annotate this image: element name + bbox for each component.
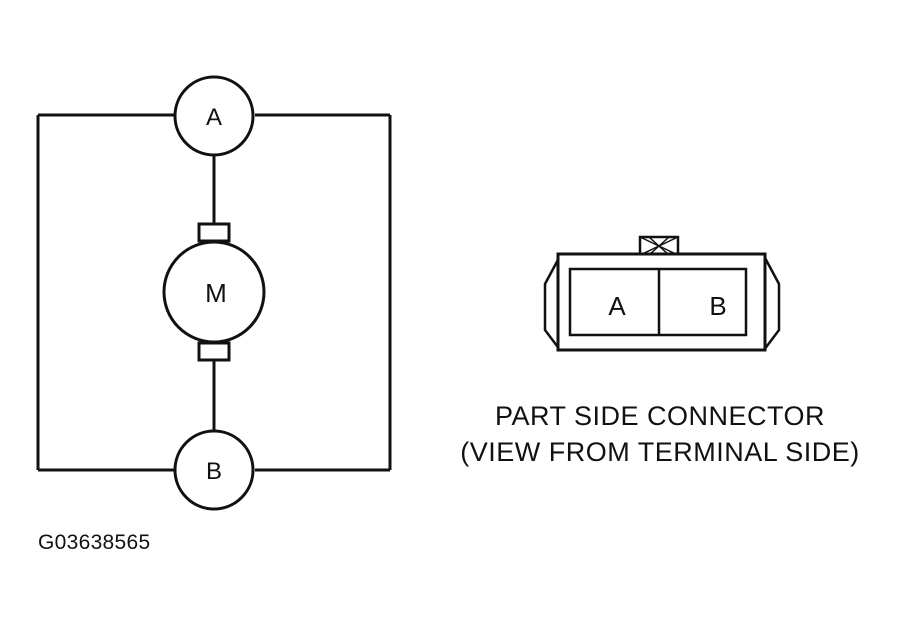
motor-brush-top	[197, 222, 231, 243]
connector-caption: PART SIDE CONNECTOR (VIEW FROM TERMINAL …	[420, 398, 900, 470]
motor-brush-bottom	[197, 341, 231, 362]
terminal-a: A	[173, 75, 255, 157]
connector-caption-line1: PART SIDE CONNECTOR	[494, 401, 826, 431]
latch-hatch-4	[648, 236, 670, 256]
circuit-loop	[36, 113, 392, 472]
figure-id: G03638565	[38, 531, 151, 554]
terminal-b-circle	[173, 429, 255, 511]
connector-left-tab	[543, 255, 562, 351]
motor-circle	[162, 240, 266, 344]
terminal-a-label: A	[206, 104, 222, 131]
connector-pin-a-label: A	[608, 291, 626, 321]
terminal-a-circle	[173, 75, 255, 157]
terminal-b-label: B	[206, 458, 222, 485]
terminal-b: B	[173, 429, 255, 511]
part-side-connector: A B	[543, 235, 781, 352]
motor-symbol: M	[162, 222, 266, 362]
motor-label: M	[205, 278, 227, 308]
connector-pin-b-label: B	[709, 291, 726, 321]
connector-right-tab	[762, 255, 781, 351]
connector-caption-line2: (VIEW FROM TERMINAL SIDE)	[460, 437, 860, 467]
